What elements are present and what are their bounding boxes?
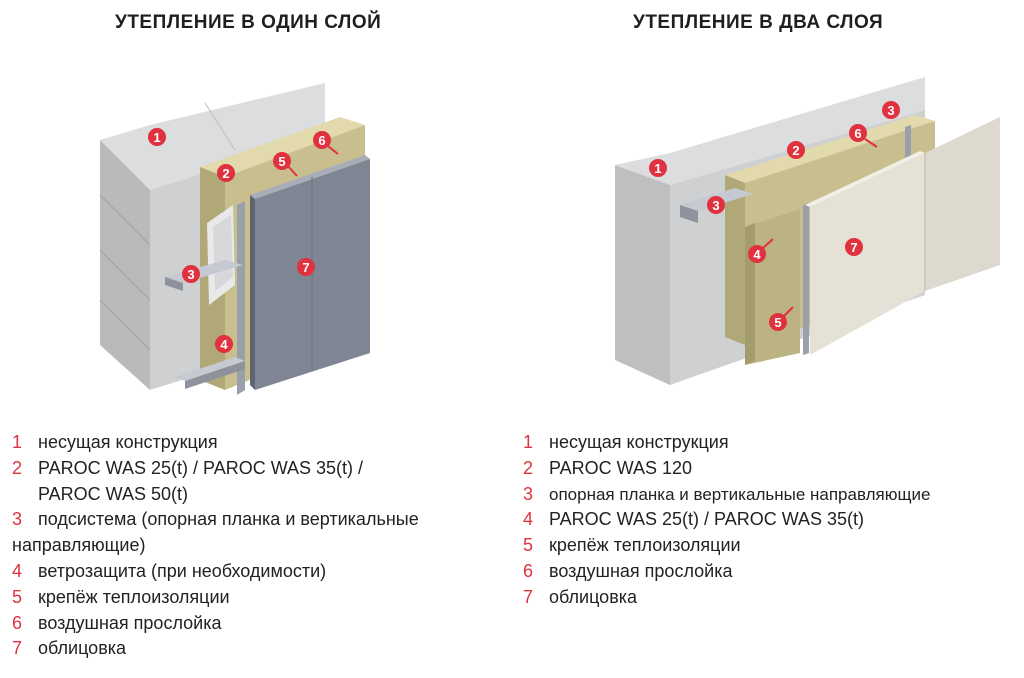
diagram-single-layer: 1 2 3 4 5 6 7 [85,55,465,415]
marker-6: 6 [849,124,878,148]
cladding-panel [250,155,370,390]
svg-text:7: 7 [850,240,857,255]
svg-text:6: 6 [854,126,861,141]
svg-text:6: 6 [318,133,325,148]
svg-text:1: 1 [654,161,661,176]
insulation-layer-outer [745,209,800,365]
svg-text:3: 3 [712,198,719,213]
title-single-layer: УТЕПЛЕНИЕ В ОДИН СЛОЙ [115,12,382,33]
marker-4: 4 [215,335,233,353]
marker-7: 7 [845,238,863,256]
diagram-double-layer: 1 2 3 3 4 5 6 7 [595,55,1005,395]
marker-3: 3 [882,101,900,119]
svg-text:2: 2 [222,166,229,181]
diagram-single-layer-svg: 1 2 3 4 5 6 7 [99,83,370,395]
svg-text:5: 5 [278,154,285,169]
cladding-panel [805,117,1000,355]
marker-5: 5 [769,306,794,331]
svg-text:2: 2 [792,143,799,158]
marker-2: 2 [787,141,805,159]
marker-3: 3 [182,265,200,283]
svg-text:4: 4 [753,247,761,262]
marker-3-bracket: 3 [707,196,725,214]
svg-text:3: 3 [887,103,894,118]
marker-1: 1 [649,159,667,177]
diagram-double-layer-svg: 1 2 3 3 4 5 6 7 [615,77,1000,385]
svg-text:5: 5 [774,315,781,330]
marker-1: 1 [148,128,166,146]
title-double-layer: УТЕПЛЕНИЕ В ДВА СЛОЯ [633,12,884,33]
marker-4: 4 [748,238,774,263]
svg-text:3: 3 [187,267,194,282]
marker-7: 7 [297,258,315,276]
marker-2: 2 [217,164,235,182]
svg-text:1: 1 [153,130,160,145]
marker-6: 6 [313,131,339,155]
marker-5: 5 [273,152,298,177]
svg-text:7: 7 [302,260,309,275]
svg-text:4: 4 [220,337,228,352]
